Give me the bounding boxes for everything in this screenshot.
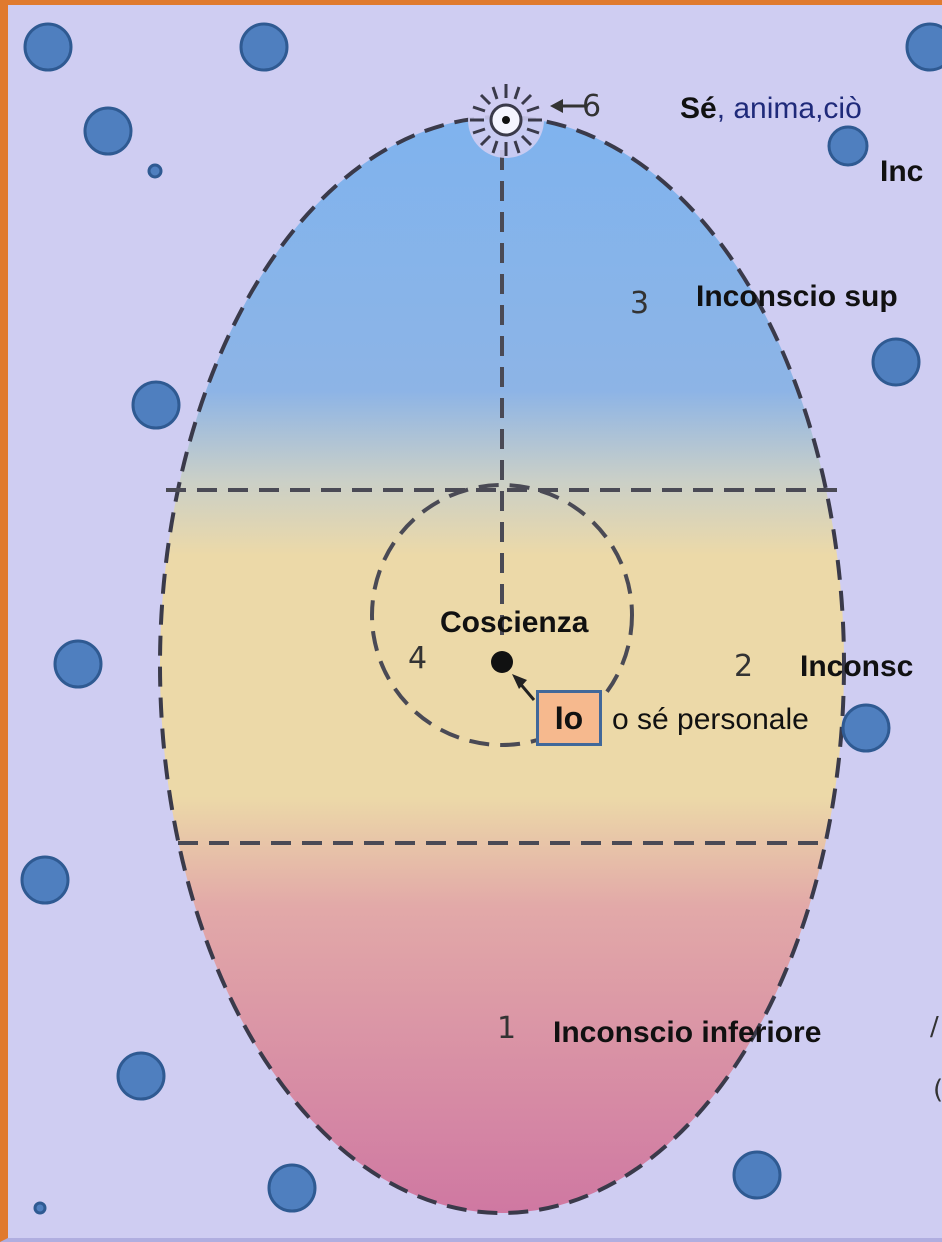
- inconscio-inferiore-label: Inconscio inferiore: [553, 1016, 822, 1049]
- region-number-4: 4: [408, 641, 428, 676]
- dot: [732, 1150, 782, 1200]
- coscienza-label: Coscienza: [440, 606, 589, 639]
- io-center-dot: [491, 651, 513, 673]
- dot: [23, 22, 73, 72]
- dot: [267, 1163, 317, 1213]
- dot: [53, 639, 103, 689]
- region-number-2: 2: [734, 649, 754, 684]
- self-label-rest: , anima,ciò: [716, 92, 862, 125]
- consciousness-field: [370, 483, 634, 747]
- dot: [83, 106, 133, 156]
- dot: [20, 855, 70, 905]
- inconscio-top-label: Inc: [880, 155, 924, 188]
- dot: [33, 1201, 47, 1215]
- region-number-3: 3: [630, 286, 650, 321]
- self-arrow-head: [550, 99, 563, 113]
- dot: [841, 703, 891, 753]
- decorative-dots: [20, 22, 942, 1215]
- dot: [147, 163, 163, 179]
- se-personale-label: o sé personale: [612, 703, 809, 736]
- dot: [131, 380, 181, 430]
- io-box: Io: [536, 690, 602, 746]
- edge-glyph: (: [933, 1075, 942, 1105]
- dot: [905, 22, 942, 72]
- inconscio-superiore-label: Inconscio sup: [696, 280, 898, 313]
- self-star-icon: [468, 82, 544, 158]
- self-label-bold: Sé: [680, 92, 717, 125]
- dot: [871, 337, 921, 387]
- dot: [239, 22, 289, 72]
- self-label: Sé, anima,ciò: [680, 92, 862, 126]
- region-number-6: 6: [582, 89, 602, 124]
- dot: [116, 1051, 166, 1101]
- inconscio-medio-label: Inconsc: [800, 650, 914, 683]
- dot: [827, 125, 869, 167]
- edge-glyph: /: [930, 1012, 939, 1042]
- region-number-1: 1: [497, 1011, 517, 1046]
- io-arrow-head: [512, 674, 527, 689]
